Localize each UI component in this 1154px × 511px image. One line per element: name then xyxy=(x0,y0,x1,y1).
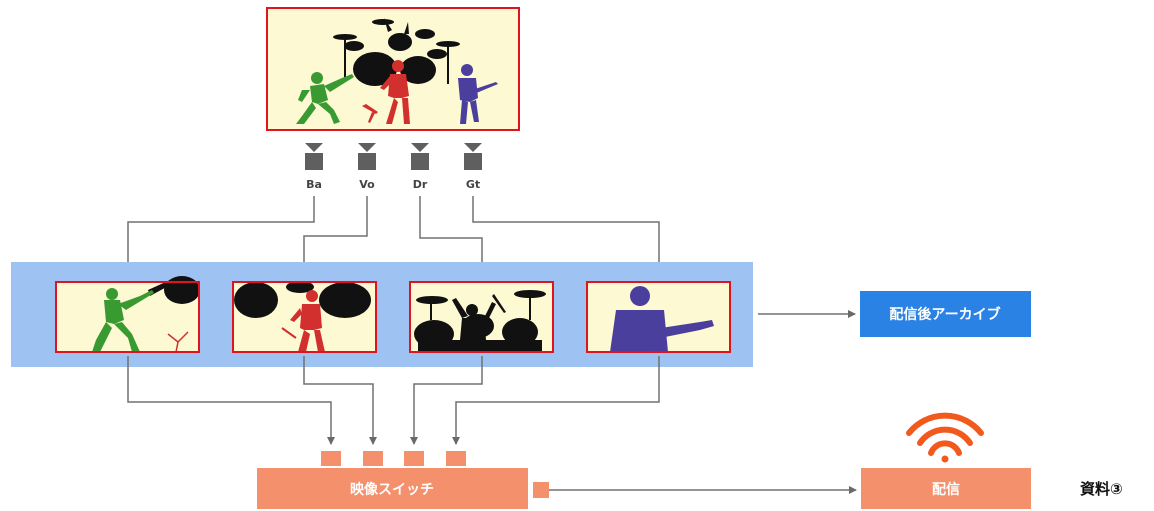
bassist-silhouette xyxy=(296,72,354,124)
stage-picture xyxy=(266,7,520,131)
camera-icon xyxy=(358,143,376,152)
archive-label: 配信後アーカイブ xyxy=(889,306,1000,323)
switcher-input-port xyxy=(404,451,424,466)
camera-icon xyxy=(464,143,482,152)
camera-label-vo: Vo xyxy=(359,178,375,191)
archive-box: 配信後アーカイブ xyxy=(860,291,1031,337)
recording-drums-thumbnail xyxy=(409,281,554,353)
camera-icon xyxy=(411,143,429,152)
recording-to-switcher-connectors xyxy=(127,356,660,445)
recording-bass-thumbnail xyxy=(55,276,200,353)
camera-label-dr: Dr xyxy=(413,178,428,191)
switcher-input-port xyxy=(321,451,341,466)
drum-kit-silhouette xyxy=(333,18,460,86)
camera-gt: Gt xyxy=(464,143,482,191)
camera-label-gt: Gt xyxy=(466,178,480,191)
wifi-icon xyxy=(906,412,984,463)
vocalist-silhouette xyxy=(362,60,410,124)
recording-vocal-thumbnail xyxy=(232,281,377,353)
video-switcher: 映像スイッチ xyxy=(257,451,549,509)
camera-dr: Dr xyxy=(411,143,429,191)
camera-icon xyxy=(305,143,323,152)
switcher-input-port xyxy=(446,451,466,466)
recording-guitar-thumbnail xyxy=(586,281,731,353)
camera-label-ba: Ba xyxy=(306,178,322,191)
camera-ba: Ba xyxy=(305,143,323,191)
camera-vo: Vo xyxy=(358,143,376,191)
switcher-output-port xyxy=(533,482,549,498)
camera-to-recording-connectors xyxy=(124,196,663,281)
stream-label: 配信 xyxy=(932,481,960,498)
reference-label: 資料③ xyxy=(1080,480,1123,498)
switcher-label: 映像スイッチ xyxy=(350,481,434,498)
stream-box: 配信 xyxy=(861,468,1031,509)
switcher-input-port xyxy=(363,451,383,466)
guitarist-silhouette xyxy=(458,64,498,124)
